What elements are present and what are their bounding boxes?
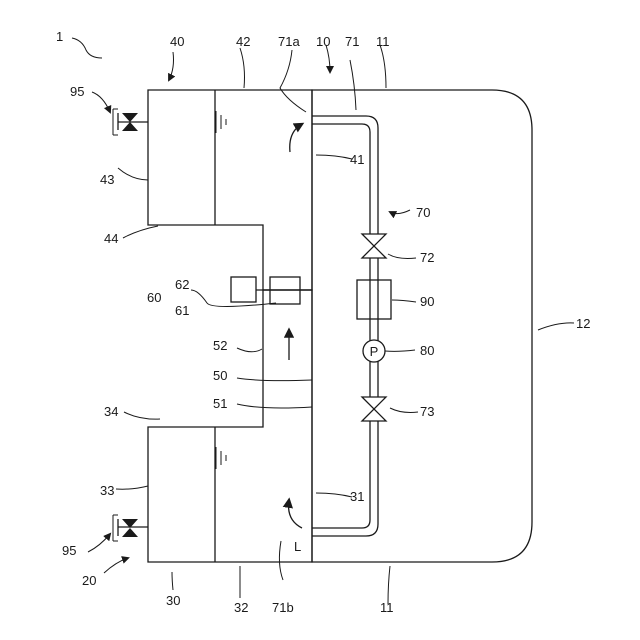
label-51: 51 [213,396,227,411]
label-50: 50 [213,368,227,383]
liquid-level-upper [216,111,226,133]
circulation-pipe-inner [312,124,370,528]
leader-lines [72,38,574,604]
label-11-top: 11 [376,34,390,49]
pump-symbol: P [370,344,379,359]
label-20: 20 [82,573,96,588]
valve-72-icon [362,234,386,258]
label-L: L [294,539,301,554]
label-71a: 71a [278,34,300,49]
flow-arrow-lower [289,500,302,528]
label-42: 42 [236,34,250,49]
liquid-level-lower [216,447,226,469]
label-31: 31 [350,489,364,504]
label-95-top: 95 [70,84,84,99]
label-62: 62 [175,277,189,292]
label-10: 10 [316,34,330,49]
label-43: 43 [100,172,114,187]
label-11-bottom: 11 [380,600,394,615]
label-60: 60 [147,290,161,305]
transfer-device-60 [231,277,312,304]
label-41: 41 [350,152,364,167]
label-32: 32 [234,600,248,615]
label-71: 71 [345,34,359,49]
label-71b: 71b [272,600,294,615]
label-70: 70 [416,205,430,220]
label-90: 90 [420,294,434,309]
label-73: 73 [420,404,434,419]
circulation-pipe-outer [312,116,378,536]
label-95-bottom: 95 [62,543,76,558]
label-12: 12 [576,316,590,331]
filter-90-box [357,280,391,319]
housing-outline [312,90,532,562]
label-44: 44 [104,231,118,246]
pump-80-icon: P [363,340,385,362]
drain-valve-bottom-icon [113,515,148,541]
lower-tank-outline [148,290,312,562]
label-72: 72 [420,250,434,265]
label-40: 40 [170,34,184,49]
upper-tank-outline [148,90,312,290]
label-34: 34 [104,404,118,419]
label-61: 61 [175,303,189,318]
label-30: 30 [166,593,180,608]
valve-73-icon [362,397,386,421]
label-33: 33 [100,483,114,498]
label-80: 80 [420,343,434,358]
flow-arrow-upper [290,124,302,152]
drain-valve-top-icon [113,109,148,135]
label-1: 1 [56,29,63,44]
label-52: 52 [213,338,227,353]
